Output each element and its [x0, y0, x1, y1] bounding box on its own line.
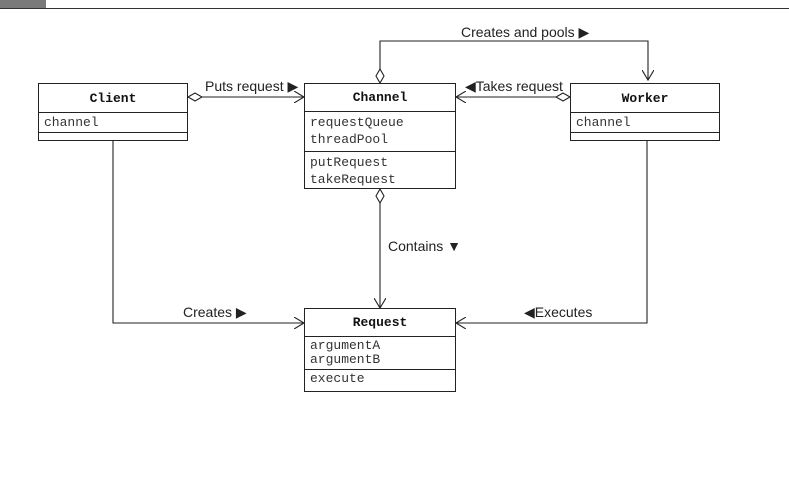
puts-request-label: Puts request ▶ [205, 78, 299, 94]
class-name: Channel [305, 84, 455, 112]
class-name: Worker [571, 84, 719, 113]
aggregation-diamond [186, 92, 204, 102]
executes-label: ◀Executes [524, 304, 593, 320]
attribute: threadPool [310, 132, 389, 147]
attribute-compartment: channel [39, 113, 187, 133]
creates-label: Creates ▶ [183, 304, 247, 320]
attribute: requestQueue [310, 115, 404, 130]
operation-compartment [39, 133, 187, 140]
class-name: Request [305, 309, 455, 337]
operation: takeRequest [310, 172, 396, 187]
operation: putRequest [310, 155, 389, 170]
takes-request-label: ◀Takes request [465, 78, 563, 94]
channel-class: Channel requestQueue threadPool putReque… [304, 83, 456, 189]
creates-and-pools-label: Creates and pools ▶ [461, 24, 590, 40]
attribute: channel [44, 115, 99, 130]
attribute: argumentB [310, 352, 381, 367]
attribute-compartment: argumentA argumentB [305, 337, 455, 370]
attribute: argumentA [310, 338, 381, 353]
figure-header [0, 0, 789, 9]
executes-connector [456, 141, 648, 323]
class-name: Client [39, 84, 187, 113]
attribute-compartment: channel [571, 113, 719, 133]
client-class: Client channel [38, 83, 188, 141]
aggregation-diamond [554, 92, 572, 102]
aggregation-diamond [375, 187, 385, 205]
operation-compartment [571, 133, 719, 140]
operation: execute [310, 371, 365, 386]
aggregation-diamond [375, 67, 385, 85]
request-class: Request argumentA argumentB execute [304, 308, 456, 392]
operation-compartment: execute [305, 370, 455, 391]
operation-compartment: putRequest takeRequest [305, 152, 455, 188]
attribute-compartment: requestQueue threadPool [305, 112, 455, 152]
attribute: channel [576, 115, 631, 130]
worker-class: Worker channel [570, 83, 720, 141]
contains-label: Contains ▼ [388, 238, 462, 254]
creates-connector [112, 141, 304, 323]
figure-number-tag [0, 0, 46, 8]
creates-and-pools-connector [379, 40, 648, 80]
